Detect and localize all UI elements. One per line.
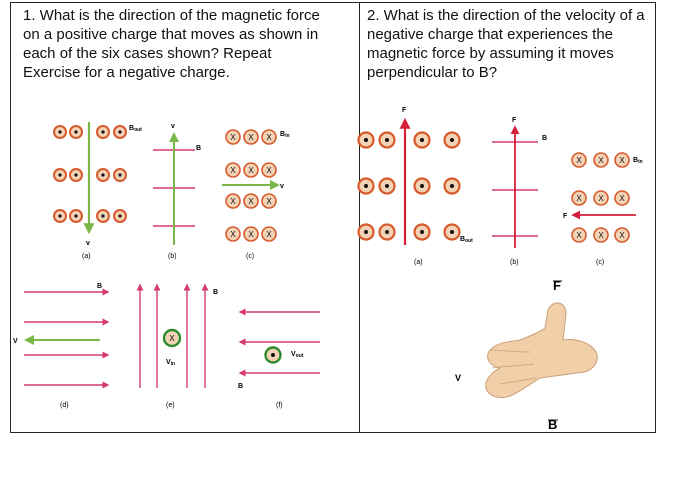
bout-label: Bout [460,236,473,244]
q1-case-d: B V (d) [13,283,110,409]
svg-text:X: X [248,133,254,142]
svg-text:X: X [230,133,236,142]
b-label: B [542,135,547,142]
case-c-caption: (c) [596,259,604,266]
question-2-text: 2. What is the direction of the velocity… [367,7,645,81]
q1-case-f: Vout B (f) [238,308,320,409]
case-d-caption: (d) [60,402,69,409]
f-label: F [563,213,568,220]
q1-case-a: Bout v (a) [53,122,142,260]
case-f-caption: (f) [276,402,283,409]
f-label: F [402,107,407,114]
b-label: B [238,383,243,390]
v-label: v [280,183,284,190]
b-label: B [196,145,201,152]
vout-label: Vout [291,351,304,359]
svg-text:X: X [266,197,272,206]
svg-text:X: X [619,156,625,165]
bin-label: Bin [280,131,290,139]
hand-shape [485,302,598,399]
content-frame [10,2,656,433]
svg-text:X: X [598,231,604,240]
v-label: V [455,373,461,383]
case-a-caption: (a) [414,259,423,266]
q1-case-e: X Vin B (e) [136,283,218,409]
svg-text:X: X [576,231,582,240]
svg-text:X: X [598,194,604,203]
svg-text:X: X [248,230,254,239]
right-hand-illustration: F V B [455,278,598,432]
svg-text:X: X [598,156,604,165]
svg-text:X: X [266,133,272,142]
svg-text:X: X [248,166,254,175]
v-label: v [171,123,175,130]
q2-case-b: F B (b) [492,117,547,266]
svg-text:X: X [230,197,236,206]
b-vector-label: B [548,417,557,432]
svg-text:X: X [169,334,175,343]
case-a-caption: (a) [82,253,91,260]
vin-label: Vin [166,359,175,367]
svg-text:X: X [576,156,582,165]
svg-text:X: X [576,194,582,203]
f-label: F [512,117,517,124]
svg-text:X: X [266,230,272,239]
case-b-caption: (b) [168,253,177,260]
case-b-caption: (b) [510,259,519,266]
q1-case-c: X X X X X X X X X X X X Bin v (c) [222,129,290,260]
case-e-caption: (e) [166,402,175,409]
v-label: v [86,240,90,247]
b-label: B [97,283,102,290]
q2-case-a: F Bout (a) [357,107,473,266]
column-divider [359,2,360,433]
bout-label: Bout [129,125,142,133]
svg-text:X: X [619,194,625,203]
q1-case-b: v B (b) [153,123,201,260]
q2-case-c: X X X X X X X X X F Bin (c) [563,152,643,266]
svg-text:X: X [248,197,254,206]
f-vector-label: F [553,278,561,293]
svg-text:X: X [619,231,625,240]
vin-x-circle [162,328,182,348]
bin-x-grid [225,129,277,242]
question-1-text: 1. What is the direction of the magnetic… [23,7,320,81]
svg-text:X: X [266,166,272,175]
bin-label: Bin [633,157,643,165]
svg-text:X: X [230,166,236,175]
case-c-caption: (c) [246,253,254,260]
v-label: V [13,338,18,345]
svg-text:X: X [230,230,236,239]
b-label: B [213,289,218,296]
